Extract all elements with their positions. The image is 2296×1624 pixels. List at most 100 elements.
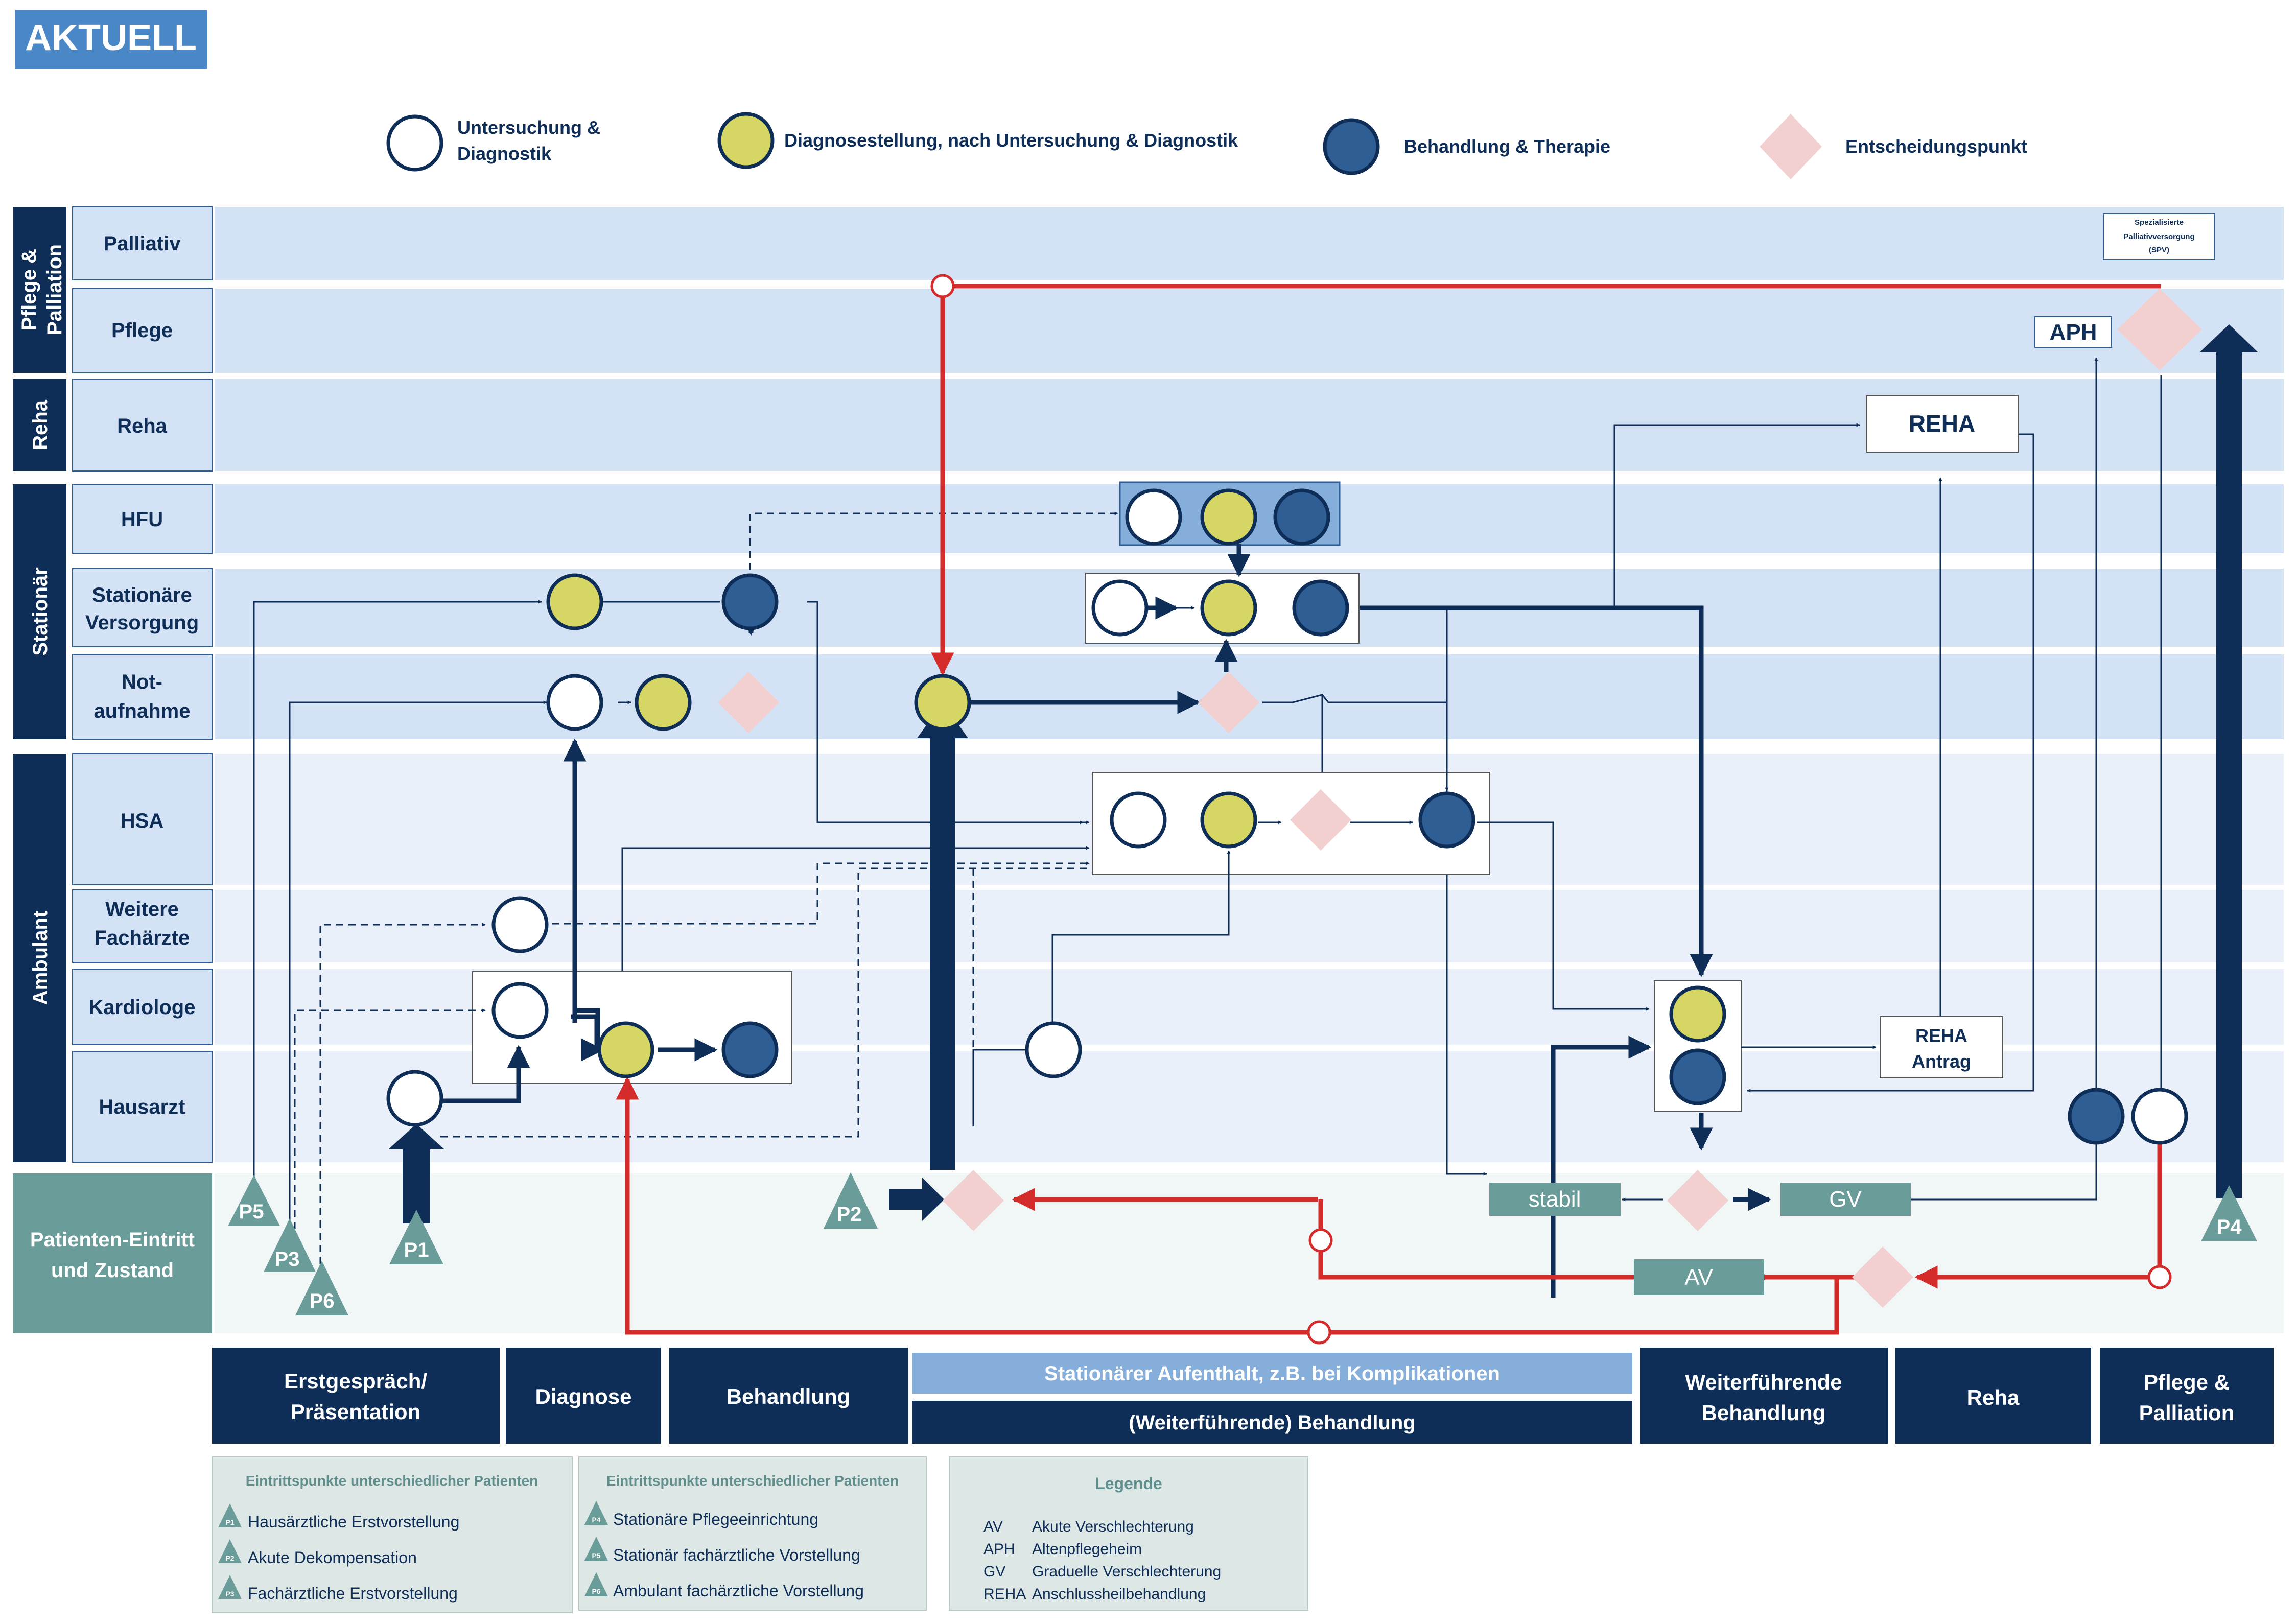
weiterfuehrend-diagnose-node[interactable] xyxy=(1669,985,1726,1043)
entry-p2-icon xyxy=(824,1172,878,1229)
stationaer-diagnose-node[interactable] xyxy=(546,573,603,630)
legend-p2-icon xyxy=(218,1539,242,1563)
av-box[interactable]: AV xyxy=(1684,1265,1713,1290)
p2-diagnose-node[interactable] xyxy=(914,674,971,731)
legend-label-behandlung: Behandlung & Therapie xyxy=(1404,136,1610,157)
notaufnahme-diagnose-node[interactable] xyxy=(635,674,692,731)
entry-legend-2-title: Eintrittspunkte unterschiedlicher Patien… xyxy=(606,1473,899,1489)
kardiologe-behandlung-node[interactable] xyxy=(721,1021,779,1078)
group-ambulant: Ambulant xyxy=(29,911,52,1005)
group-reha: Reha xyxy=(29,399,52,450)
hfu-untersuchung-node[interactable] xyxy=(1125,488,1182,546)
entry-p5-icon xyxy=(228,1175,280,1226)
svg-text:APH: APH xyxy=(983,1541,1015,1558)
p4-upward-arrow xyxy=(2199,324,2258,1198)
lane-reha: Reha xyxy=(117,415,168,437)
lane-hausarzt: Hausarzt xyxy=(99,1096,185,1118)
p2-right-arrow xyxy=(889,1178,944,1221)
lane-bands xyxy=(215,207,2284,1333)
reha-box[interactable]: REHA xyxy=(1909,410,1975,437)
hfu-behandlung-node[interactable] xyxy=(1273,488,1330,546)
loop-icon xyxy=(2147,1265,2172,1289)
entry-p5-label: P5 xyxy=(239,1201,264,1223)
notaufnahme-decision[interactable] xyxy=(718,672,779,733)
svg-text:Untersuchung &Diagnostik: Untersuchung &Diagnostik xyxy=(457,117,600,164)
weiterfuehrend-behandlung-node[interactable] xyxy=(1669,1048,1726,1105)
pflege-decision[interactable] xyxy=(2117,289,2202,370)
legend-p1-icon xyxy=(218,1503,242,1527)
facharzt-untersuchung-node[interactable] xyxy=(491,896,549,953)
zustand-decision[interactable] xyxy=(1667,1170,1728,1231)
hsa-behandlung-node[interactable] xyxy=(1418,791,1475,849)
phase-diagnose: Diagnose xyxy=(535,1384,631,1408)
entry-p2-label: P2 xyxy=(837,1203,862,1226)
red-loop-icons xyxy=(930,274,2172,1345)
aph-box[interactable]: APH xyxy=(2050,320,2097,345)
decision-diamonds xyxy=(718,289,2202,1308)
svg-text:P3: P3 xyxy=(225,1590,234,1598)
phase-stationaerer-aufenthalt: Stationärer Aufenthalt, z.B. bei Komplik… xyxy=(1044,1362,1500,1385)
entry-legend-1-title: Eintrittspunkte unterschiedlicher Patien… xyxy=(246,1473,538,1489)
entry-p1-label: P1 xyxy=(404,1239,429,1261)
kardiologe-diagnose-node[interactable] xyxy=(597,1021,654,1078)
entry-p1-icon xyxy=(389,1210,443,1264)
stationaer-diagnose-2-node[interactable] xyxy=(1200,579,1257,637)
loop-icon xyxy=(930,274,955,298)
hsa-diagnose-node[interactable] xyxy=(1200,791,1257,849)
top-legend: Untersuchung &Diagnostik Diagnosestellun… xyxy=(386,112,2027,179)
red-connectors xyxy=(616,284,2162,1335)
phase-reha: Reha xyxy=(1967,1385,2020,1409)
legend-p5-label: Stationär fachärztliche Vorstellung xyxy=(613,1546,860,1564)
navy-thick-connectors xyxy=(440,544,1771,1298)
legend-p5-icon xyxy=(584,1537,608,1561)
entry-p6-label: P6 xyxy=(310,1290,335,1312)
lane-palliativ: Palliativ xyxy=(103,232,181,255)
loop-icon xyxy=(1308,1228,1333,1253)
notaufnahme-untersuchung-node[interactable] xyxy=(546,674,603,731)
pflege-behandlung-node[interactable] xyxy=(2068,1088,2125,1145)
legend-p4-label: Stationäre Pflegeeinrichtung xyxy=(613,1510,818,1528)
stationaer-untersuchung-node[interactable] xyxy=(1091,579,1149,637)
hsa-untersuchung-node[interactable] xyxy=(1110,791,1167,849)
legend-p1-label: Hausärztliche Erstvorstellung xyxy=(248,1513,459,1531)
legend-p6-icon xyxy=(584,1572,608,1596)
entry-p4-icon xyxy=(2201,1185,2257,1241)
stabil-box[interactable]: stabil xyxy=(1529,1187,1581,1212)
hsa-decision[interactable] xyxy=(1290,789,1351,851)
verschlechterung-decision[interactable] xyxy=(1852,1246,1913,1308)
legend-p4-icon xyxy=(584,1501,608,1525)
stationaer-behandlung-node[interactable] xyxy=(721,573,779,630)
entry-triangles: P5 P3 P6 P1 P2 P4 xyxy=(228,1172,2257,1315)
group-stationaer: Stationär xyxy=(29,567,52,655)
phase-pflege-palliation: Pflege &Palliation xyxy=(2139,1370,2235,1425)
svg-text:Pflege &Palliation: Pflege &Palliation xyxy=(18,244,66,335)
gv-box[interactable]: GV xyxy=(1829,1187,1862,1212)
hausarzt-untersuchung-2-node[interactable] xyxy=(1025,1021,1082,1078)
p2-decision[interactable] xyxy=(943,1170,1004,1231)
group-headers: Pflege &Palliation Reha Stationär Ambula… xyxy=(13,207,66,1162)
big-arrows xyxy=(388,324,2258,1223)
hausarzt-untersuchung-node[interactable] xyxy=(386,1070,443,1127)
kardiologe-untersuchung-node[interactable] xyxy=(491,982,549,1039)
entry-p4-label: P4 xyxy=(2217,1216,2242,1238)
legend-av-label: Akute Verschlechterung xyxy=(1032,1518,1194,1535)
stationaer-decision[interactable] xyxy=(1198,672,1259,733)
stationaer-behandlung-2-node[interactable] xyxy=(1292,579,1349,637)
page-title: AKTUELL xyxy=(25,17,197,58)
svg-text:P4: P4 xyxy=(592,1516,600,1524)
hfu-diagnose-node[interactable] xyxy=(1200,488,1257,546)
p2-upward-arrow xyxy=(917,702,968,1170)
legend-reha-label: Anschlussheilbehandlung xyxy=(1032,1586,1206,1603)
lane-notaufnahme: Not-aufnahme xyxy=(94,671,191,722)
legend-gv-label: Graduelle Verschlechterung xyxy=(1032,1563,1221,1580)
svg-text:P2: P2 xyxy=(225,1554,234,1562)
pflege-untersuchung-node[interactable] xyxy=(2131,1088,2188,1145)
bottom-legends: Eintrittspunkte unterschiedlicher Patien… xyxy=(212,1456,1308,1613)
lane-pflege: Pflege xyxy=(111,319,173,342)
